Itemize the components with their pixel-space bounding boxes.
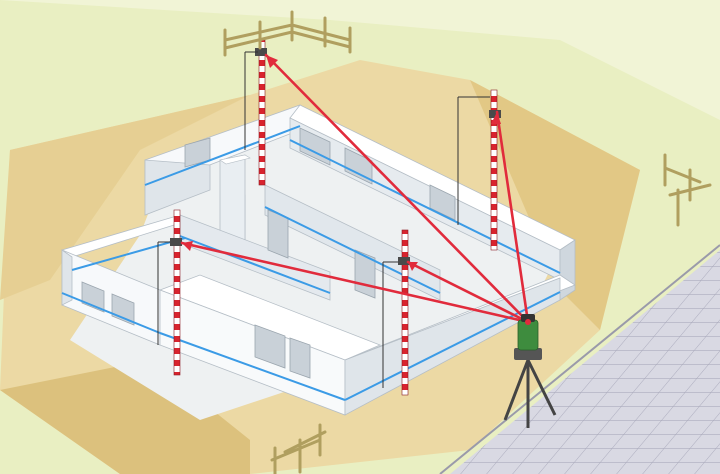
tripod-legs [503,359,557,428]
leveling-rod [258,39,266,186]
laser-beam [495,110,530,324]
laser-arrowhead [408,262,418,271]
laser-receiver [170,238,182,246]
level-line [264,206,441,294]
laser-arrowhead [182,241,193,251]
measurement-line [244,51,258,150]
tripod-head [514,348,542,360]
laser-arrowhead [266,55,278,68]
level-lines [61,125,561,401]
laser-arrowheads [182,55,501,271]
window-opening [344,147,373,185]
sidewalk-edge [439,244,720,474]
laser-emitter [525,319,531,325]
level-line [159,332,346,401]
fence-bottom [270,423,327,474]
leveling-rod [173,209,181,376]
laser-receiver [255,48,267,56]
pit-slope-right [470,80,640,330]
leveling-rods [173,39,498,396]
measurement-line [457,96,490,225]
laser-beam [264,53,530,324]
leveling-rod [490,89,498,251]
window-opening [289,337,311,379]
wall-right-end [559,239,576,301]
pit-slope-bottom [0,360,250,474]
level-line [179,235,331,294]
window-opening [81,281,105,313]
level-line [61,292,161,334]
level-line [289,139,561,274]
rotary-laser-tripod [503,314,557,428]
grass-highlight [0,0,720,120]
measurement-line [157,241,170,345]
window-opening [254,324,286,369]
pit-slope-left [0,95,250,300]
wall-front-left-side [61,249,73,306]
laser-arrowhead [491,112,501,124]
level-line [71,237,186,271]
laser-beam [180,241,530,324]
level-line [344,291,561,401]
window-openings [81,127,456,379]
laser-beam [406,260,530,324]
fence-top [223,10,352,57]
wooden-fences [223,10,712,474]
fence-right [663,153,712,227]
laser-unit-head [521,314,535,322]
sidewalk [450,250,720,474]
window-opening [111,293,135,326]
chimney-top [219,154,251,165]
laser-beams [180,53,530,324]
measurement-lines [157,51,490,388]
measurement-line [382,261,398,388]
laser-receiver [398,257,410,265]
leveling-rod [401,229,409,396]
level-line [144,125,301,186]
window-opening [429,184,456,221]
laser-receiver [489,110,501,118]
rod-sensors [170,48,501,265]
